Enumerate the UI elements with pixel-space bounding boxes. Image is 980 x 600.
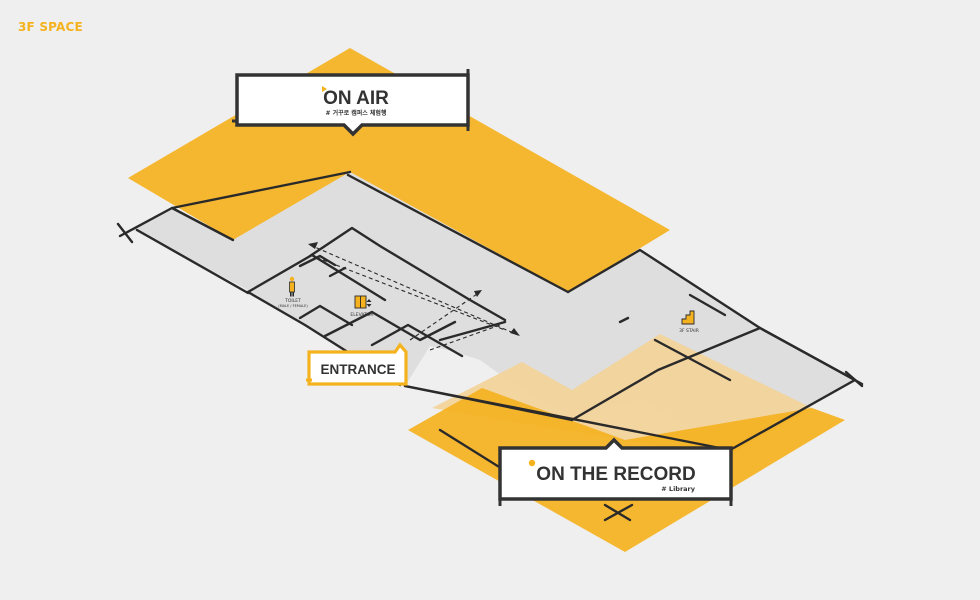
path-arrowheads — [308, 242, 520, 336]
toilet-label: TOILET — [284, 298, 301, 304]
page-title: 3F SPACE — [18, 20, 83, 34]
stair-label: 3F STAIR — [679, 328, 699, 334]
play-icon — [322, 86, 327, 92]
on-the-record-title: ON THE RECORD — [536, 464, 695, 485]
on-air-subtitle: # 거꾸로 캠퍼스 체험행 — [326, 109, 387, 117]
on-the-record-subtitle: # Library — [661, 485, 696, 493]
circulation-paths — [309, 244, 519, 351]
entrance-callout[interactable]: ENTRANCE — [306, 342, 408, 386]
on-air-callout[interactable]: ON AIR # 거꾸로 캠퍼스 체험행 — [232, 69, 470, 137]
toilet-sublabel: (MALE / FEMALE) — [278, 304, 308, 308]
wall-end-ticks — [116, 222, 864, 522]
stair-icon — [681, 310, 695, 325]
person-icon — [289, 276, 295, 297]
entrance-label: ENTRANCE — [320, 362, 395, 377]
on-the-record-callout[interactable]: ON THE RECORD # Library — [498, 437, 733, 506]
elevator-icon — [354, 295, 372, 309]
elevator-label: ELEVATOR — [350, 312, 373, 318]
on-air-title: ON AIR — [323, 88, 389, 109]
dot-icon — [528, 459, 536, 467]
